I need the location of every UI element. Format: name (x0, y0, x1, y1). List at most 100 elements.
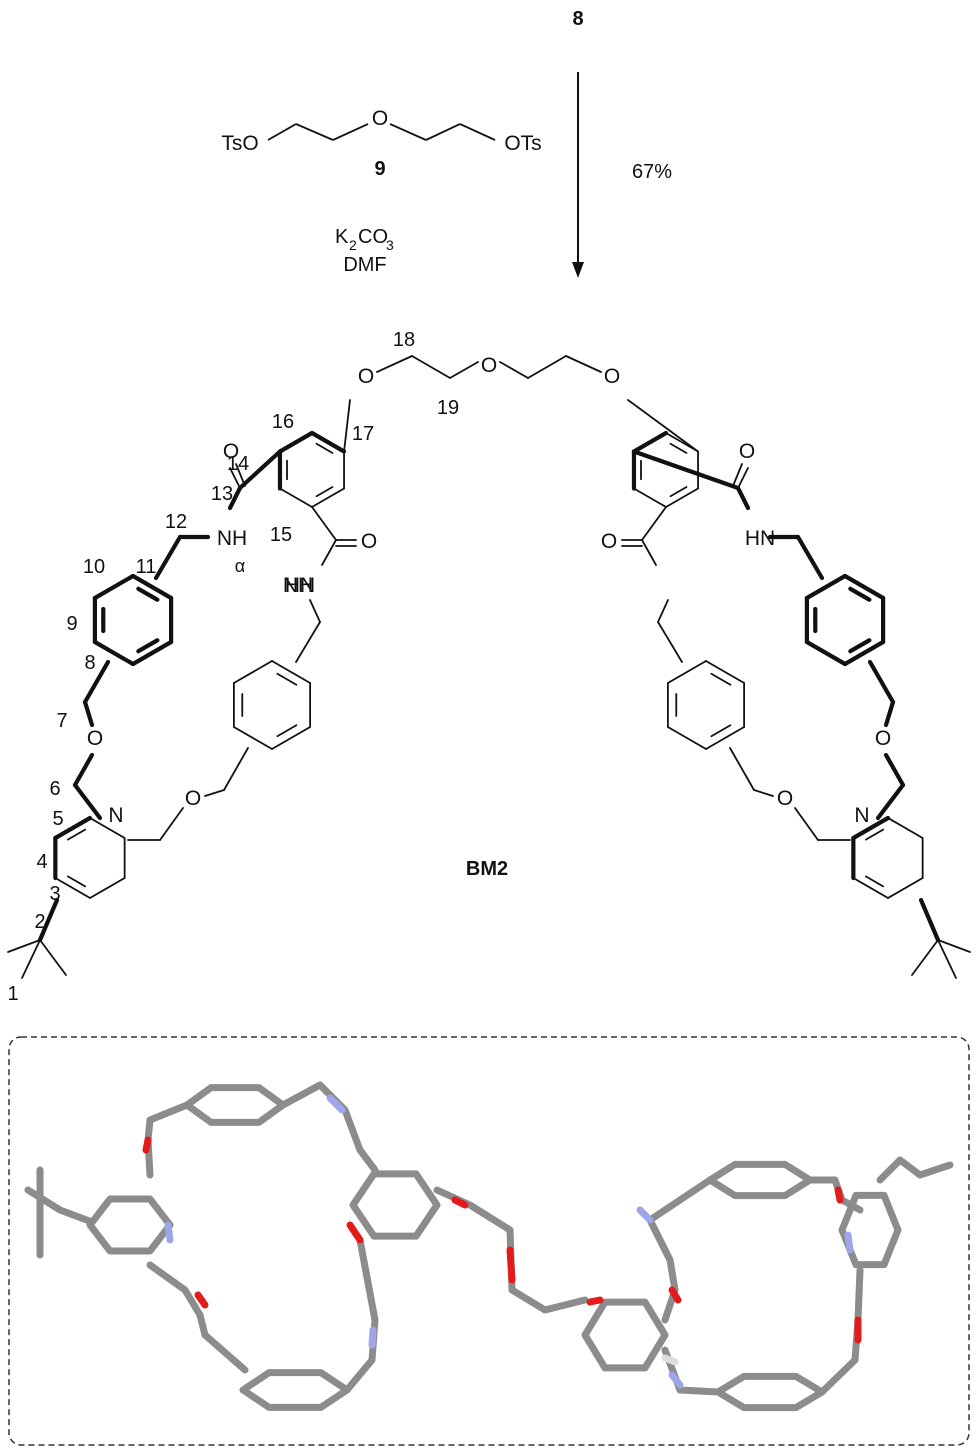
tso-group-label: TsO (221, 132, 258, 155)
crystal-nitrogen (164, 1221, 174, 1244)
aromatic-inner-bond (136, 586, 160, 602)
pyridine-ring-bond (54, 877, 91, 899)
bond (867, 659, 896, 705)
crystal-oxygen (506, 1246, 516, 1284)
benzyl-ring-bond (842, 573, 886, 601)
base-subscript-3: 3 (386, 237, 394, 253)
aromatic-inner-bond (710, 724, 732, 738)
amide-bond (227, 485, 243, 511)
amide-oxygen: O (223, 440, 239, 463)
benzyl-ring-bond (271, 660, 312, 684)
chain-bond (411, 355, 451, 379)
bold-ring-bond (631, 430, 669, 454)
bold-ring-bond (53, 815, 93, 841)
aryl-ether-oxygen: O (358, 365, 374, 388)
atom-number-4: 4 (36, 851, 47, 873)
chain-bond (376, 355, 413, 373)
crystal-chain (146, 1261, 249, 1374)
base-co: CO (358, 226, 388, 248)
tbutyl-bond (911, 939, 939, 976)
yield-label: 67% (632, 161, 672, 183)
amide-bond (641, 506, 667, 541)
bold-ring-bond (309, 430, 347, 454)
crystal-oxygen (834, 1186, 844, 1204)
amide-bond (631, 449, 741, 491)
benzyl-ring-bond (130, 573, 174, 601)
bm2-label: BM2 (466, 858, 508, 880)
atom-number-10: 10 (83, 556, 105, 578)
benzyl-ether-oxygen: O (87, 727, 103, 750)
crystal-chain (818, 1266, 864, 1396)
bond (883, 699, 896, 728)
crystal-tbutyl (916, 1161, 954, 1179)
isophthalamide-ring-bond (311, 487, 345, 508)
atom-number-15: 15 (270, 524, 292, 546)
atom-number-14: 14 (227, 453, 249, 475)
crystal-isophthalamide-ring (349, 1170, 441, 1240)
amide-nh: HN (285, 574, 315, 597)
pyridine-ring-bond (89, 817, 126, 839)
bond (729, 747, 755, 791)
reagent-9-structure (267, 123, 496, 141)
bond (795, 534, 825, 581)
carbonyl-bond (732, 463, 743, 487)
solvent-label: DMF (343, 254, 386, 276)
tbutyl-bond (7, 939, 41, 953)
isophthalamide-ring-bond (633, 487, 667, 508)
amide-oxygen: O (601, 530, 617, 553)
aromatic-inner-bond (136, 638, 160, 654)
atom-number-5: 5 (52, 808, 63, 830)
compound-8-label: 8 (572, 8, 583, 30)
bond (753, 789, 774, 797)
amide-nh: NH (217, 527, 247, 550)
atom-number-13: 13 (211, 483, 233, 505)
benzyl-ring-bond (804, 639, 848, 667)
bond (153, 534, 183, 581)
atom-number-8: 8 (84, 652, 95, 674)
reaction-header: 8 67% TsO O OTs 9 K 2 CO 3 DMF (221, 8, 672, 278)
carbonyl-bond (229, 467, 241, 489)
crystal-benzene-ring (714, 1372, 826, 1412)
benzyl-ring-bond (92, 573, 136, 601)
crystal-pyridine-ring (86, 1195, 174, 1255)
crystal-benzene-ring (183, 1084, 287, 1126)
tbutyl-bond (39, 939, 67, 976)
crystal-oxygen (586, 1296, 604, 1306)
atom-number-9: 9 (66, 613, 77, 635)
atom-number-1: 1 (7, 983, 18, 1005)
crystal-isophthalamide-ring (581, 1298, 669, 1372)
aromatic-inner-bond (276, 724, 298, 738)
benzyl-ether-oxygen: O (185, 787, 201, 810)
crystal-tbutyl (876, 1156, 924, 1184)
aromatic-inner-bond (864, 875, 885, 888)
pyridine-nitrogen: N (108, 804, 123, 827)
benzyl-ether-oxygen: O (875, 727, 891, 750)
bond (72, 782, 103, 821)
atom-number-2: 2 (34, 911, 45, 933)
base-label: K 2 CO 3 (335, 226, 394, 253)
aryl-ether-bond (627, 399, 699, 453)
central-ether-oxygen: O (481, 354, 497, 377)
aromatic-inner-bond (66, 828, 87, 841)
crystal-oxygen (142, 1136, 152, 1154)
crystal-oxygen (194, 1291, 209, 1309)
reaction-arrow-head (572, 262, 584, 278)
crystal-benzene-ring (239, 1369, 351, 1411)
pyridine-ring-bond (852, 877, 889, 899)
crystal-oxygen (451, 1196, 469, 1209)
atom-number-16: 16 (272, 411, 294, 433)
chain-bond (527, 355, 567, 379)
amide-nh: NH (283, 574, 313, 597)
aromatic-inner-bond (669, 486, 688, 498)
bond (82, 659, 111, 705)
bond (204, 789, 225, 797)
benzyl-ring-bond (130, 639, 174, 667)
crystal-chain (144, 1101, 191, 1179)
crystal-structure-model (24, 1081, 954, 1412)
atom-number-17: 17 (352, 423, 374, 445)
bold-ring-bond (277, 430, 315, 454)
crystal-nitrogen (326, 1094, 346, 1114)
pyridine-ring-bond (887, 817, 924, 839)
crystal-oxygen (346, 1221, 364, 1244)
bold-ring-bond (851, 815, 891, 841)
